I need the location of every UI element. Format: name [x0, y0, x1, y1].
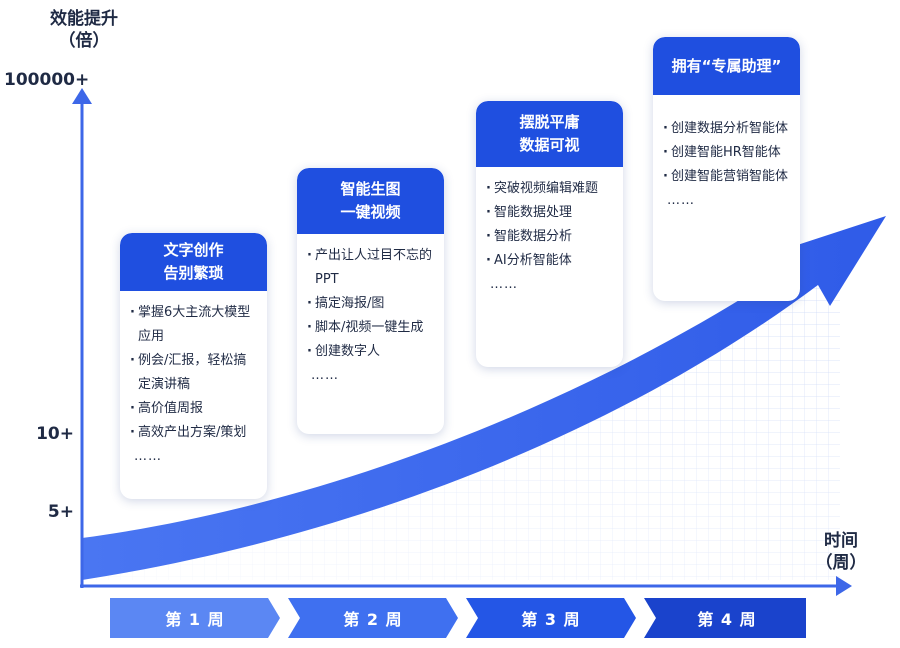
y-tick-100000: 100000+	[4, 70, 90, 90]
y-axis-arrow	[72, 88, 92, 104]
stage-title-line1: 智能生图	[340, 180, 401, 198]
stage-item: 智能数据分析	[486, 225, 615, 249]
stage-item: 脚本/视频一键生成	[307, 316, 436, 340]
stage-item: 创建数据分析智能体	[663, 117, 792, 141]
stage-more: ……	[667, 193, 695, 208]
week-ribbon-3	[466, 598, 636, 638]
stage-item: 智能数据处理	[486, 201, 615, 225]
stage-card-header: 拥有“专属助理”	[653, 37, 800, 95]
week-label-3: 第 3 周	[521, 610, 581, 629]
stage-card-4: 拥有“专属助理” 创建数据分析智能体 创建智能HR智能体 创建智能营销智能体 ……	[653, 37, 800, 301]
stage-card-3: 摆脱平庸 数据可视 突破视频编辑难题 智能数据处理 智能数据分析 AI分析智能体…	[476, 101, 623, 367]
stage-item: 突破视频编辑难题	[486, 177, 615, 201]
y-axis-title: 效能提升 （倍）	[38, 8, 130, 52]
stage-card-header: 智能生图 一键视频	[297, 168, 444, 234]
x-axis-title-line2: （周）	[815, 553, 867, 573]
stage-card-1: 文字创作 告别繁琐 掌握6大主流大模型应用 例会/汇报，轻松搞定演讲稿 高价值周…	[120, 233, 267, 499]
y-tick-10: 10+	[36, 424, 74, 444]
stage-item: AI分析智能体	[486, 249, 615, 273]
stage-item: 搞定海报/图	[307, 292, 436, 316]
stage-item: 创建数字人	[307, 340, 436, 364]
stage-item: 创建智能营销智能体	[663, 165, 792, 189]
week-label-1: 第 1 周	[165, 610, 225, 629]
y-axis-title-line1: 效能提升	[50, 9, 118, 29]
stage-card-body: 产出让人过目不忘的PPT 搞定海报/图 脚本/视频一键生成 创建数字人 ……	[297, 234, 444, 394]
stage-card-body: 掌握6大主流大模型应用 例会/汇报，轻松搞定演讲稿 高价值周报 高效产出方案/策…	[120, 291, 267, 475]
stage-item: 高效产出方案/策划	[130, 421, 259, 445]
week-label-2: 第 2 周	[343, 610, 403, 629]
stage-title-line2: 一键视频	[340, 203, 401, 221]
x-axis-arrow	[836, 576, 852, 596]
grid-fade	[82, 262, 840, 580]
growth-curve	[82, 216, 886, 580]
y-tick-5: 5+	[47, 502, 74, 522]
stage-more: ……	[490, 277, 518, 292]
stage-item: 创建智能HR智能体	[663, 141, 792, 165]
stage-title-line2: 数据可视	[519, 136, 580, 154]
stage-item: 掌握6大主流大模型应用	[130, 301, 259, 349]
stage-title-line2: 告别繁琐	[163, 264, 224, 282]
stage-title-line1: 摆脱平庸	[519, 113, 580, 131]
stage-title-line1: 文字创作	[163, 241, 224, 259]
week-ribbon-2	[288, 598, 458, 638]
x-axis-title: 时间 （周）	[806, 530, 876, 574]
stage-card-body: 创建数据分析智能体 创建智能HR智能体 创建智能营销智能体 ……	[653, 95, 800, 219]
x-axis-title-line1: 时间	[824, 531, 858, 551]
week-ribbon-1	[110, 598, 280, 638]
stage-card-2: 智能生图 一键视频 产出让人过目不忘的PPT 搞定海报/图 脚本/视频一键生成 …	[297, 168, 444, 434]
week-label-4: 第 4 周	[697, 610, 757, 629]
stage-more: ……	[311, 368, 339, 383]
stage-item: 高价值周报	[130, 397, 259, 421]
stage-item: 产出让人过目不忘的PPT	[307, 244, 436, 292]
stage-more: ……	[134, 449, 162, 464]
stage-card-body: 突破视频编辑难题 智能数据处理 智能数据分析 AI分析智能体 ……	[476, 167, 623, 303]
y-axis-title-line2: （倍）	[58, 31, 110, 51]
stage-card-header: 摆脱平庸 数据可视	[476, 101, 623, 167]
stage-card-header: 文字创作 告别繁琐	[120, 233, 267, 291]
stage-title-line1: 拥有“专属助理”	[671, 56, 782, 75]
week-ribbon-4	[644, 598, 806, 638]
stage-item: 例会/汇报，轻松搞定演讲稿	[130, 349, 259, 397]
